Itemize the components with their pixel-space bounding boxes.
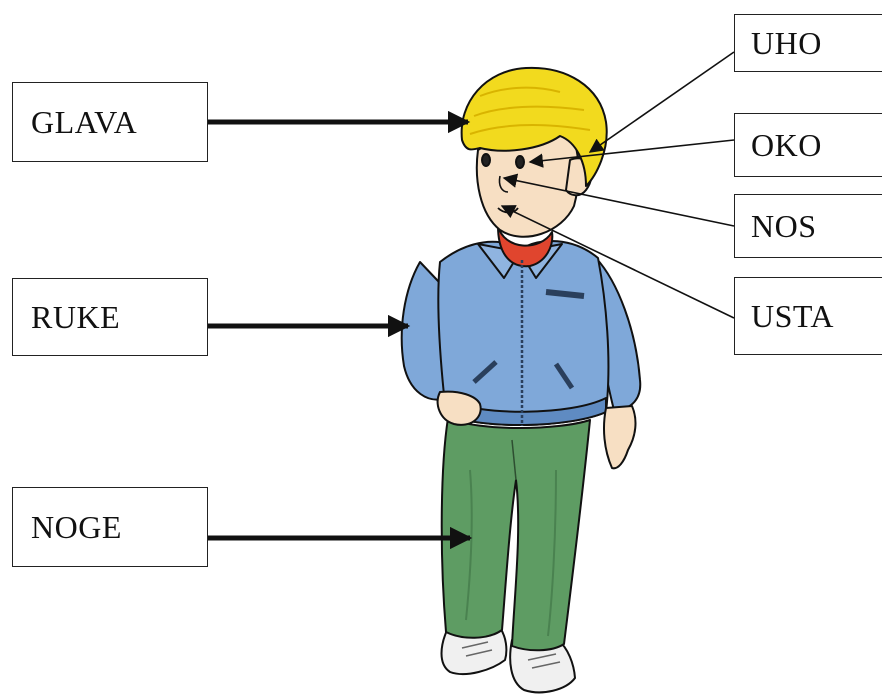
scarf	[497, 225, 554, 268]
hair	[460, 66, 608, 187]
label-glava: GLAVA	[12, 82, 208, 162]
label-nos: NOS	[734, 194, 882, 258]
arrow-uho	[588, 51, 735, 153]
boy-figure	[400, 66, 642, 694]
right-hand	[603, 405, 637, 470]
arrow-nos	[502, 173, 735, 227]
label-ruke: RUKE	[12, 278, 208, 356]
left-hand	[436, 390, 482, 426]
left-shoe	[440, 627, 508, 676]
label-noge: NOGE	[12, 487, 208, 567]
arrow-oko	[528, 139, 735, 168]
pointer-arrows	[208, 51, 735, 550]
arrow-usta	[500, 205, 735, 319]
label-uho: UHO	[734, 14, 882, 72]
label-oko: OKO	[734, 113, 882, 177]
label-usta: USTA	[734, 277, 882, 355]
pants	[440, 417, 591, 652]
